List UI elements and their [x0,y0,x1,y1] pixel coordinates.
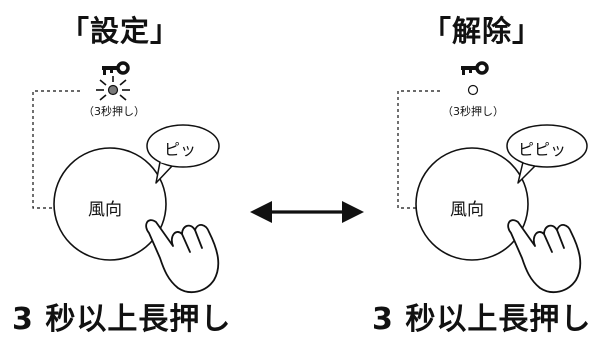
hold-note: （3秒押し） [442,105,504,118]
pointing-hand-icon [507,219,582,294]
key-icon [102,61,130,75]
pointing-hand-icon [145,219,220,294]
connector-line [397,90,440,209]
lamp-icon [96,76,130,101]
beep-sound-text: ピッ [164,140,197,159]
setting-title: 「設定」 [60,14,181,48]
beep-sound-text: ピピッ [518,140,567,159]
wind-direction-button-circle [53,147,167,261]
long-press-caption: 3 秒以上長押し [12,302,232,337]
speech-bubble [146,124,220,184]
hold-note: （3秒押し） [83,105,145,118]
double-arrow-icon [250,201,364,223]
release-title: 「解除」 [422,14,543,48]
long-press-caption: 3 秒以上長押し [372,302,592,337]
key-icon [461,61,489,75]
wind-direction-button-circle [415,147,529,261]
speech-bubble [506,124,588,184]
wind-direction-button-label[interactable]: 風向 [450,200,484,220]
wind-direction-button-label[interactable]: 風向 [88,200,122,220]
lamp-icon [467,84,479,96]
